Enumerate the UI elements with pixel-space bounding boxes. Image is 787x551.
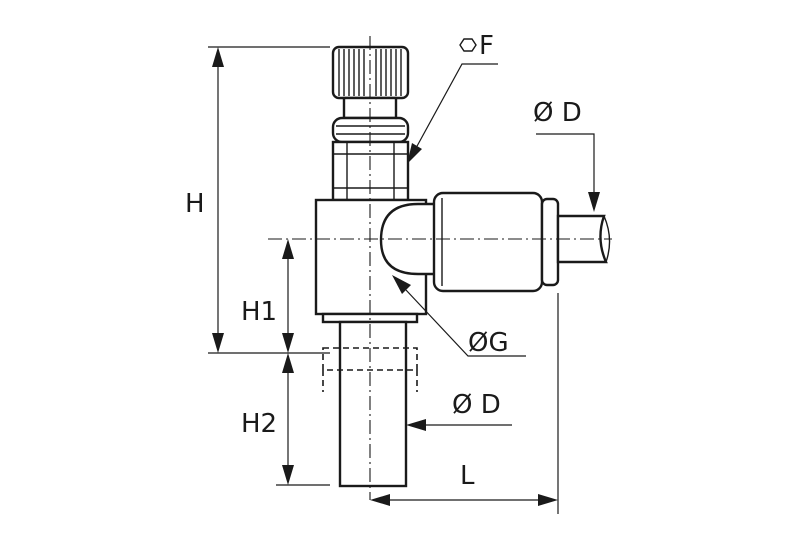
hexagon-icon — [459, 38, 477, 52]
push-in-fitting — [432, 191, 560, 293]
label-g: ØG — [468, 328, 509, 358]
label-h: H — [185, 189, 205, 219]
label-h1: H1 — [241, 297, 277, 327]
knurled-knob — [331, 45, 410, 120]
callout-d-stem: Ø D — [406, 390, 512, 431]
dimension-h1: H1 — [241, 239, 294, 353]
dimension-l: L — [370, 293, 559, 514]
callout-f: F — [407, 31, 498, 164]
label-d-stem: Ø D — [452, 390, 501, 420]
callout-d-tube: Ø D — [533, 98, 600, 212]
label-d-tube: Ø D — [533, 98, 582, 128]
label-l: L — [460, 461, 475, 491]
center-lines — [268, 36, 612, 500]
dimension-h: H — [185, 46, 330, 354]
callout-g: ØG — [392, 275, 526, 358]
dimension-h2: H2 — [241, 353, 330, 486]
label-f: F — [479, 31, 494, 61]
label-h2: H2 — [241, 409, 277, 439]
